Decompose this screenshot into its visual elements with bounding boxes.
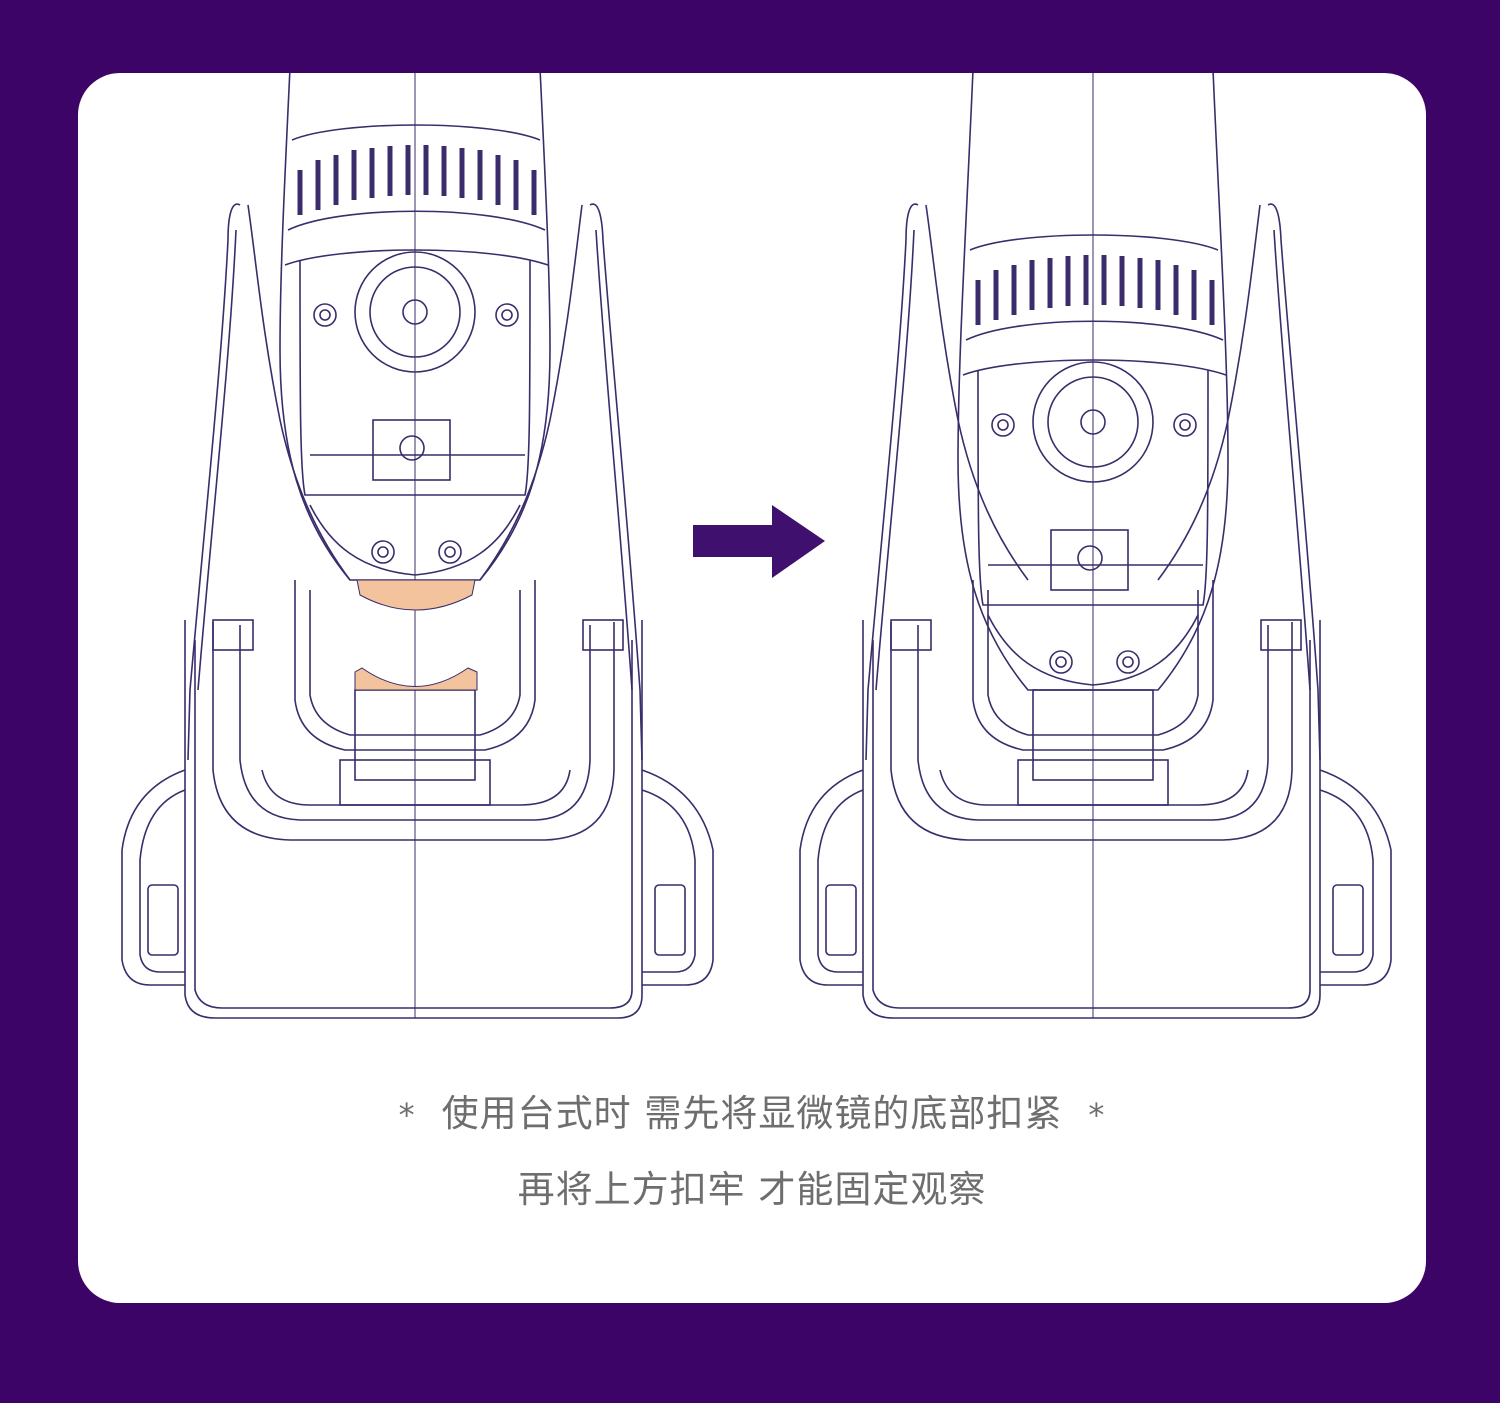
caption-text-1: 使用台式时 需先将显微镜的底部扣紧	[441, 1092, 1063, 1135]
caption-line-1: * 使用台式时 需先将显微镜的底部扣紧 *	[78, 1083, 1426, 1137]
stand-before	[121, 73, 714, 1019]
asterisk-left: *	[398, 1096, 416, 1134]
bottom-clip-highlight	[356, 579, 476, 611]
microscope-stand-diagram	[121, 73, 1392, 1019]
stand-after	[799, 73, 1392, 1019]
caption-line-2: 再将上方扣牢 才能固定观察	[517, 1168, 987, 1211]
lower-clip-highlight	[354, 667, 478, 691]
arrow-right-icon	[693, 505, 825, 578]
asterisk-right: *	[1088, 1096, 1106, 1134]
illustration-card: * 使用台式时 需先将显微镜的底部扣紧 * 再将上方扣牢 才能固定观察	[78, 73, 1426, 1303]
